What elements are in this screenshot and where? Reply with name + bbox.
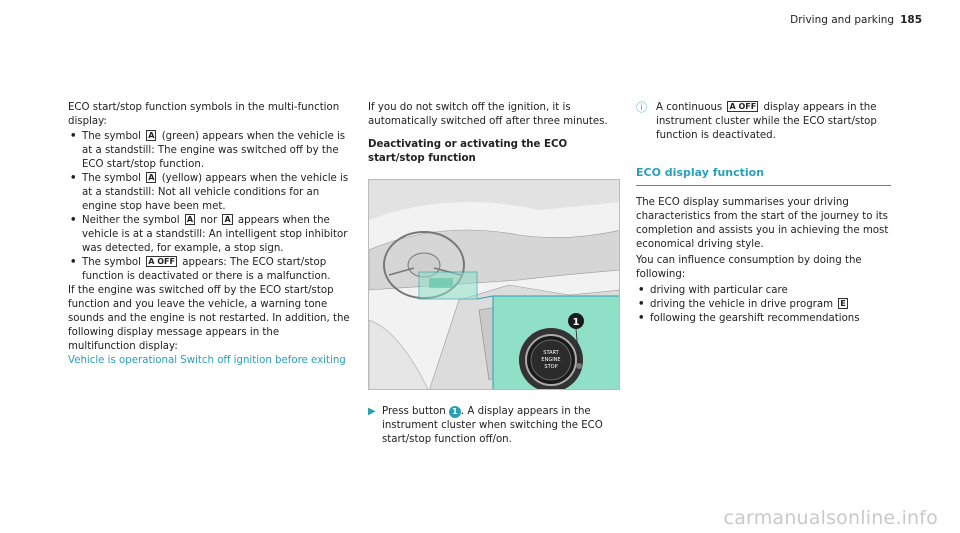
- auto-off-text: If you do not switch off the ignition, i…: [368, 102, 608, 127]
- section-name: Driving and parking: [790, 14, 895, 26]
- arrow-right-icon: ▶: [368, 406, 376, 417]
- eco-off-symbol-icon: A OFF: [727, 101, 759, 112]
- callout-badge: 1: [448, 406, 461, 418]
- page-number: 185: [900, 14, 922, 26]
- section-title: ECO display function: [636, 166, 891, 186]
- eco-description: The ECO display summarises your driving …: [636, 197, 889, 250]
- cockpit-drawing: START ENGINE STOP 1: [369, 180, 619, 389]
- cockpit-illustration: START ENGINE STOP 1: [368, 179, 620, 390]
- column-left: ECO start/stop function symbols in the m…: [68, 101, 350, 368]
- section-body: The ECO display summarises your driving …: [636, 196, 891, 326]
- instruction-step: ▶ Press button 1. A display appears in t…: [368, 406, 603, 445]
- eco-symbol-icon: A: [146, 172, 157, 183]
- drive-program-e-icon: E: [838, 298, 848, 309]
- symbol-list: The symbol A (green) appears when the ve…: [68, 130, 350, 284]
- callout-marker: [568, 313, 584, 329]
- eco-button-icon: [576, 363, 582, 369]
- info-icon: ⓘ: [636, 101, 647, 114]
- eco-symbol-icon: A: [184, 214, 196, 225]
- eco-symbol-icon: A: [146, 130, 157, 141]
- intro-text: ECO start/stop function symbols in the m…: [68, 102, 340, 127]
- button-label-line3: STOP: [544, 364, 557, 370]
- list-item: The symbol A (green) appears when the ve…: [68, 130, 350, 172]
- list-item: The symbol A (yellow) appears when the v…: [68, 172, 350, 214]
- subheading: Deactivating or activating the ECO start…: [368, 139, 568, 164]
- column-right: ⓘ A continuous A OFF display appears in …: [636, 101, 891, 326]
- column-middle: If you do not switch off the ignition, i…: [368, 101, 620, 447]
- button-label-line1: START: [543, 350, 559, 356]
- list-item: The symbol A OFF appears: The ECO start/…: [68, 256, 350, 284]
- list-item: following the gearshift recommendations: [636, 312, 891, 326]
- list-item: driving with particular care: [636, 284, 891, 298]
- running-header: Driving and parking 185: [790, 13, 922, 27]
- button-label-line2: ENGINE: [541, 357, 560, 363]
- callout-number: 1: [573, 317, 580, 328]
- display-message: Vehicle is operational Switch off igniti…: [68, 355, 346, 366]
- warning-paragraph: If the engine was switched off by the EC…: [68, 285, 350, 352]
- eco-off-symbol-icon: A OFF: [146, 256, 177, 267]
- info-note: ⓘ A continuous A OFF display appears in …: [636, 101, 877, 141]
- consumption-intro: You can influence consumption by doing t…: [636, 255, 862, 280]
- watermark: carmanualsonline.info: [723, 507, 938, 529]
- eco-symbol-icon: A: [222, 214, 233, 225]
- list-item: driving the vehicle in drive program E: [636, 298, 891, 312]
- tips-list: driving with particular care driving the…: [636, 284, 891, 326]
- list-item: Neither the symbol A nor A appears when …: [68, 214, 350, 256]
